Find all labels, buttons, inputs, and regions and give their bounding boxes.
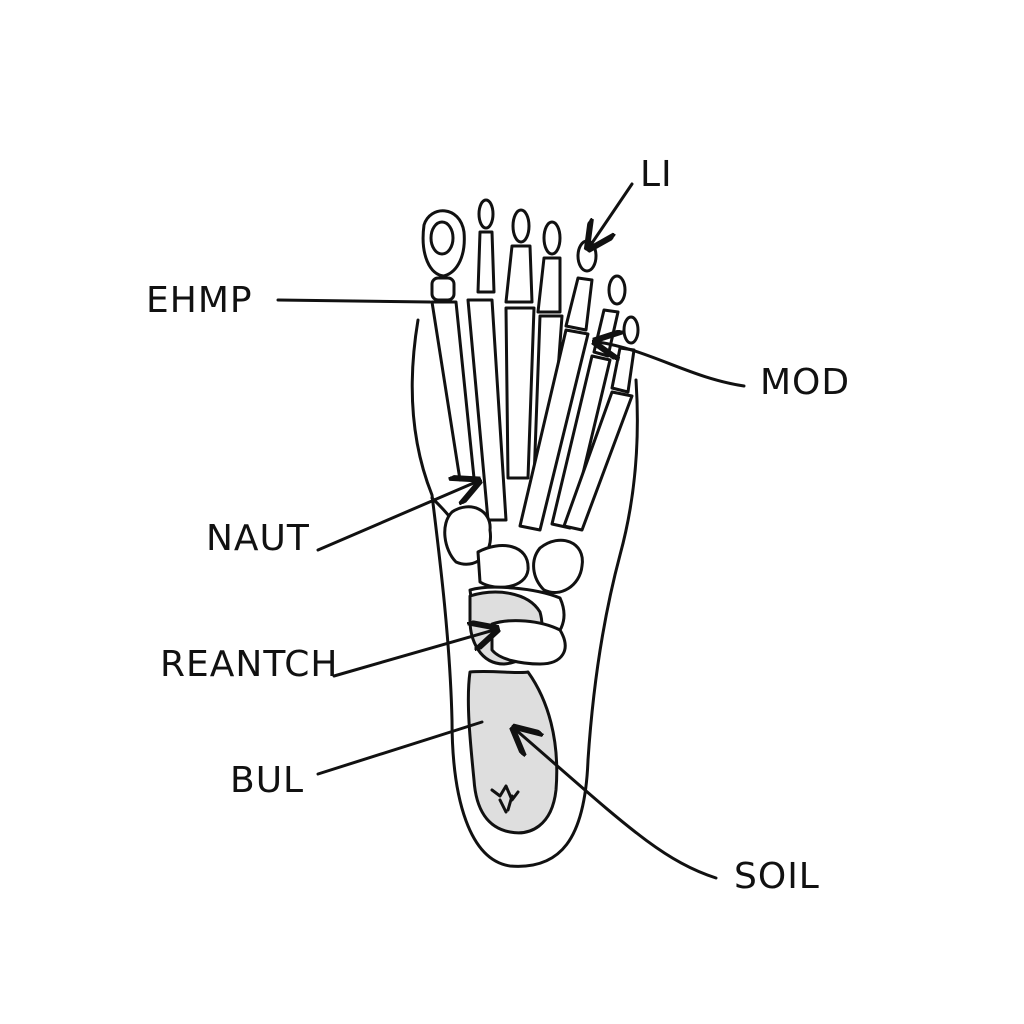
leader-lines	[276, 182, 746, 880]
leader-li	[590, 182, 634, 246]
leader-reantch	[332, 630, 494, 678]
heel-texture-mark	[490, 784, 520, 814]
tarsal-bones	[443, 505, 584, 835]
label-naut: NAUT	[206, 518, 310, 559]
leader-soil	[516, 730, 718, 880]
leader-ehmp	[276, 298, 432, 304]
label-mod: MOD	[760, 362, 850, 403]
labels: LI EHMP MOD NAUT REANTCH BUL SOIL	[146, 154, 850, 897]
leader-mod	[598, 342, 746, 388]
label-bul: BUL	[230, 760, 304, 801]
label-soil: SOIL	[734, 856, 820, 897]
label-reantch: REANTCH	[160, 644, 338, 685]
label-li: LI	[640, 154, 673, 195]
leader-naut	[316, 482, 476, 552]
label-ehmp: EHMP	[146, 280, 253, 321]
leader-bul	[316, 720, 484, 776]
